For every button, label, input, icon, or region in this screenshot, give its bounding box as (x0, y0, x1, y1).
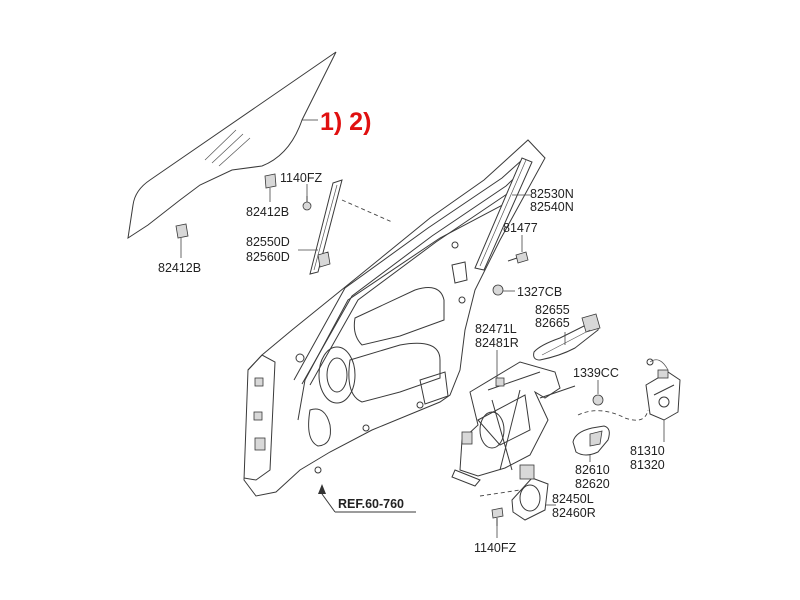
label-latch-2: 81320 (630, 458, 665, 472)
motor-bolt-dash-line (479, 489, 521, 497)
bolt-81477-part[interactable] (507, 251, 529, 264)
channel-dash-line (341, 199, 393, 223)
window-regulator-part[interactable] (451, 361, 576, 487)
glass-clip-lower-part[interactable] (175, 223, 189, 239)
reference-arrow (318, 484, 416, 513)
label-glass-clip-lower: 82412B (158, 261, 201, 275)
label-rear-channel-1: 82550D (246, 235, 290, 249)
label-regulator-bolt: 1140FZ (474, 541, 517, 555)
rear-channel-part[interactable] (309, 179, 343, 275)
door-latch-part[interactable] (645, 358, 681, 421)
inside-handle-part[interactable] (572, 425, 610, 456)
door-glass[interactable] (127, 51, 337, 240)
label-rear-channel-2: 82560D (246, 250, 290, 264)
regulator-bolt-part[interactable] (491, 507, 504, 526)
label-regulator-2: 82481R (475, 336, 519, 350)
label-outside-handle-2: 82665 (535, 316, 570, 330)
label-bolt-81477: 81477 (503, 221, 538, 235)
label-nut-1327cb: 1327CB (517, 285, 562, 299)
callout-note: 1) 2) (320, 108, 371, 136)
nut-1339cc-part[interactable] (592, 394, 604, 406)
label-latch-1: 81310 (630, 444, 665, 458)
regulator-motor-part[interactable] (511, 464, 549, 521)
label-motor-1: 82450L (552, 492, 594, 506)
reference-label: REF.60-760 (338, 497, 404, 511)
label-weatherstrip-1: 82530N (530, 187, 574, 201)
label-weatherstrip-2: 82540N (530, 200, 574, 214)
label-regulator-1: 82471L (475, 322, 517, 336)
glass-clip-upper-part[interactable] (264, 173, 277, 189)
label-outside-handle-1: 82655 (535, 303, 570, 317)
label-inside-handle-2: 82620 (575, 477, 610, 491)
nut-1327cb-part[interactable] (492, 284, 504, 296)
inside-handle-cable (577, 409, 649, 421)
glass-bolt-part[interactable] (302, 196, 312, 211)
outer-weatherstrip-part[interactable] (474, 157, 533, 271)
label-glass-clip-upper: 82412B (246, 205, 289, 219)
outside-handle-part[interactable] (533, 313, 601, 361)
label-glass-bolt: 1140FZ (280, 171, 323, 185)
label-inside-handle-1: 82610 (575, 463, 610, 477)
label-motor-2: 82460R (552, 506, 596, 520)
label-nut-1339cc: 1339CC (573, 366, 619, 380)
